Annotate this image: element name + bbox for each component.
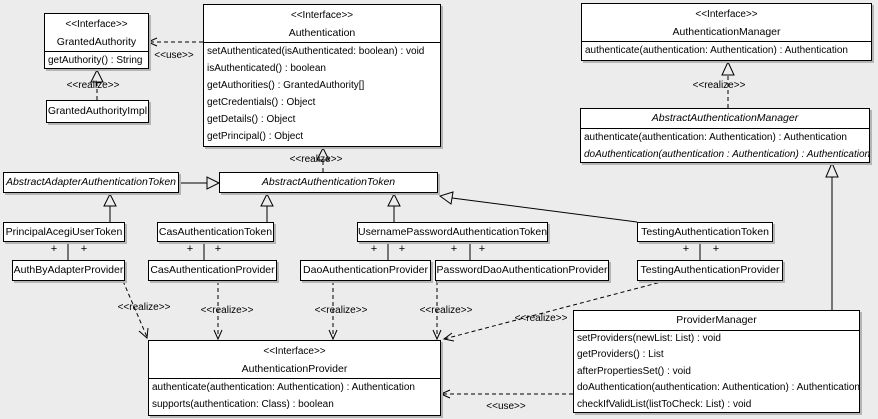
edge-label-use: <<use>> (154, 50, 194, 61)
class-principal-acegi-user-token[interactable]: PrincipalAcegiUserToken (3, 222, 125, 242)
class-name: PasswordDaoAuthenticationProvider (436, 264, 608, 276)
class-name: AbstractAuthenticationToken (261, 176, 396, 188)
multiplicity-plus: + (398, 243, 406, 255)
edge-label-realize: <<realize>> (66, 80, 120, 91)
class-name: AuthenticationManager (672, 26, 781, 38)
class-name: PrincipalAcegiUserToken (5, 226, 123, 238)
method: doAuthentication(authentication: Authent… (577, 382, 860, 394)
class-name: CasAuthenticationProvider (150, 264, 275, 276)
class-testing-authentication-provider[interactable]: TestingAuthenticationProvider (637, 260, 783, 281)
method: doAuthentication(authentication : Authen… (584, 149, 870, 160)
class-name: CasAuthenticationToken (158, 226, 273, 238)
method: checkIfValidList(listToCheck: List) : vo… (577, 398, 752, 410)
method: setProviders(newList: List) : void (577, 333, 721, 344)
multiplicity-plus: + (370, 243, 378, 255)
method: supports(authentication: Class) : boolea… (152, 399, 334, 410)
multiplicity-plus: + (682, 243, 690, 255)
method: isAuthenticated() : boolean (207, 63, 326, 74)
multiplicity-plus: + (214, 243, 222, 255)
class-name: Authentication (288, 27, 356, 39)
edge-label-realize: <<realize>> (419, 305, 473, 316)
class-password-dao-authentication-provider[interactable]: PasswordDaoAuthenticationProvider (435, 260, 609, 281)
edge-label-realize: <<realize>> (200, 305, 254, 316)
method: authenticate(authentication: Authenticat… (585, 45, 848, 56)
method: afterPropertiesSet() : void (577, 365, 691, 377)
multiplicity-plus: + (712, 243, 720, 255)
class-abstract-authentication-manager[interactable]: AbstractAuthenticationManager authentica… (580, 108, 870, 163)
stereotype-interface: <<Interface>> (695, 9, 758, 20)
class-testing-authentication-token[interactable]: TestingAuthenticationToken (637, 222, 773, 242)
edge-label-realize: <<realize>> (117, 302, 171, 313)
method: getAuthorities() : GrantedAuthority[] (207, 80, 365, 91)
method: getPrincipal() : Object (207, 131, 304, 142)
class-name: AuthByAdapterProvider (13, 264, 124, 276)
class-name: AuthenticationProvider (241, 363, 348, 375)
class-authentication-provider[interactable]: <<Interface>> AuthenticationProvider aut… (148, 340, 441, 416)
class-name: TestingAuthenticationProvider (640, 264, 780, 276)
class-name: UsernamePasswordAuthenticationToken (358, 226, 548, 238)
method: authenticate(authentication: Authenticat… (152, 382, 415, 393)
class-username-password-authentication-token[interactable]: UsernamePasswordAuthenticationToken (357, 222, 548, 242)
class-abstract-authentication-token[interactable]: AbstractAuthenticationToken (219, 172, 438, 193)
method: getAuthority() : String (48, 55, 143, 66)
method: setAuthenticated(isAuthenticated: boolea… (207, 46, 425, 57)
edge-label-realize: <<realize>> (692, 80, 746, 91)
multiplicity-plus: + (478, 243, 486, 255)
stereotype-interface: <<Interface>> (65, 19, 128, 30)
multiplicity-plus: + (450, 243, 458, 255)
class-abstract-adapter-authentication-token[interactable]: AbstractAdapterAuthenticationToken (3, 172, 179, 193)
class-name: ProviderManager (676, 314, 757, 326)
class-provider-manager[interactable]: ProviderManager setProviders(newList: Li… (573, 310, 860, 413)
class-granted-authority[interactable]: <<Interface>> GrantedAuthority getAuthor… (44, 13, 149, 69)
class-authentication-manager[interactable]: <<Interface>> AuthenticationManager auth… (581, 3, 872, 61)
multiplicity-plus: + (186, 243, 194, 255)
method: getProviders() : List (577, 349, 664, 361)
class-auth-by-adapter-provider[interactable]: AuthByAdapterProvider (12, 260, 125, 281)
stereotype-interface: <<Interface>> (290, 10, 354, 21)
method: getDetails() : Object (207, 114, 296, 125)
class-granted-authority-impl[interactable]: GrantedAuthorityImpl (46, 100, 149, 123)
class-name: DaoAuthenticationProvider (303, 264, 428, 276)
class-dao-authentication-provider[interactable]: DaoAuthenticationProvider (300, 260, 431, 281)
edge-label-use: <<use>> (486, 401, 526, 412)
class-name: TestingAuthenticationToken (641, 226, 769, 238)
edge-label-realize: <<realize>> (289, 154, 343, 165)
class-cas-authentication-token[interactable]: CasAuthenticationToken (157, 222, 274, 242)
edge-label-realize: <<realize>> (514, 313, 568, 324)
class-name: GrantedAuthorityImpl (47, 105, 148, 117)
edge-label-realize: <<realize>> (314, 305, 368, 316)
stereotype-interface: <<Interface>> (263, 346, 326, 357)
method: getCredentials() : Object (207, 97, 316, 108)
method: authenticate(authentication: Authenticat… (584, 132, 847, 143)
class-cas-authentication-provider[interactable]: CasAuthenticationProvider (148, 260, 277, 281)
multiplicity-plus: + (80, 243, 88, 255)
class-name: AbstractAuthenticationManager (651, 112, 799, 124)
class-name: AbstractAdapterAuthenticationToken (5, 176, 177, 188)
class-name: GrantedAuthority (56, 36, 137, 48)
class-authentication[interactable]: <<Interface>> Authentication setAuthenti… (203, 4, 441, 147)
multiplicity-plus: + (50, 243, 58, 255)
